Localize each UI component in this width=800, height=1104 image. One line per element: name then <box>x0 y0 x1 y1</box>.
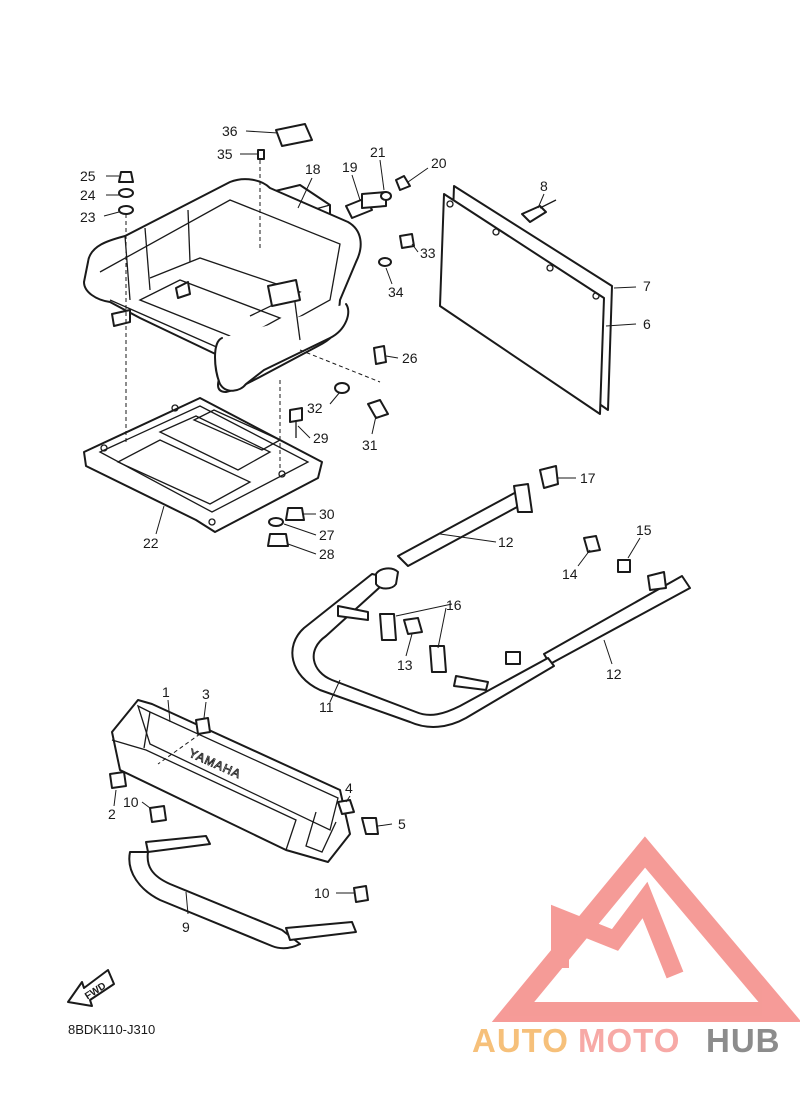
rack-base-plate-22 <box>83 397 323 533</box>
callout-21: 21 <box>370 144 386 160</box>
callout-8: 8 <box>540 178 548 194</box>
callout-3: 3 <box>202 686 210 702</box>
watermark-wordmark: AUTO MOTO HUB <box>472 1022 781 1059</box>
watermark-hub: HUB <box>706 1022 781 1059</box>
callout-36: 36 <box>222 123 238 139</box>
frame-tubes-11-12 <box>291 465 691 728</box>
front-guard-1: YAMAHA <box>109 699 379 863</box>
callout-24: 24 <box>80 187 96 203</box>
callout-31: 31 <box>362 437 378 453</box>
bumper-bar-9 <box>128 805 369 950</box>
callout-23: 23 <box>80 209 96 225</box>
callout-20: 20 <box>431 155 447 171</box>
callout-26: 26 <box>402 350 418 366</box>
rack-hardware <box>118 123 415 547</box>
callout-labels: 36 35 18 19 21 20 8 25 24 23 33 34 7 6 2… <box>80 123 652 935</box>
watermark-auto: AUTO <box>472 1022 569 1059</box>
callout-4: 4 <box>345 780 353 796</box>
callout-5: 5 <box>398 816 406 832</box>
callout-9: 9 <box>182 919 190 935</box>
callout-19: 19 <box>342 159 358 175</box>
watermark-logo <box>491 836 800 1022</box>
callout-30: 30 <box>319 506 335 522</box>
callout-11: 11 <box>319 699 334 715</box>
callout-13: 13 <box>397 657 413 673</box>
callout-1: 1 <box>162 684 170 700</box>
plate-6-7 <box>439 185 613 415</box>
callout-27: 27 <box>319 527 335 543</box>
callout-29: 29 <box>313 430 329 446</box>
callout-34: 34 <box>388 284 404 300</box>
callout-35: 35 <box>217 146 233 162</box>
leader-lines <box>103 130 641 915</box>
callout-33: 33 <box>420 245 436 261</box>
callout-10a: 10 <box>123 794 139 810</box>
callout-10b: 10 <box>314 885 330 901</box>
callout-7: 7 <box>643 278 651 294</box>
callout-14: 14 <box>562 566 578 582</box>
watermark-moto: MOTO <box>578 1022 680 1059</box>
callout-12b: 12 <box>606 666 622 682</box>
callout-12a: 12 <box>498 534 514 550</box>
callout-25: 25 <box>80 168 96 184</box>
callout-18: 18 <box>305 161 321 177</box>
callout-22: 22 <box>143 535 159 551</box>
callout-15: 15 <box>636 522 652 538</box>
callout-2: 2 <box>108 806 116 822</box>
callout-16: 16 <box>446 597 462 613</box>
diagram-code: 8BDK110-J310 <box>68 1022 155 1037</box>
callout-17: 17 <box>580 470 596 486</box>
callout-6: 6 <box>643 316 651 332</box>
fwd-arrow-icon: FWD <box>67 969 115 1007</box>
callout-28: 28 <box>319 546 335 562</box>
callout-32: 32 <box>307 400 323 416</box>
